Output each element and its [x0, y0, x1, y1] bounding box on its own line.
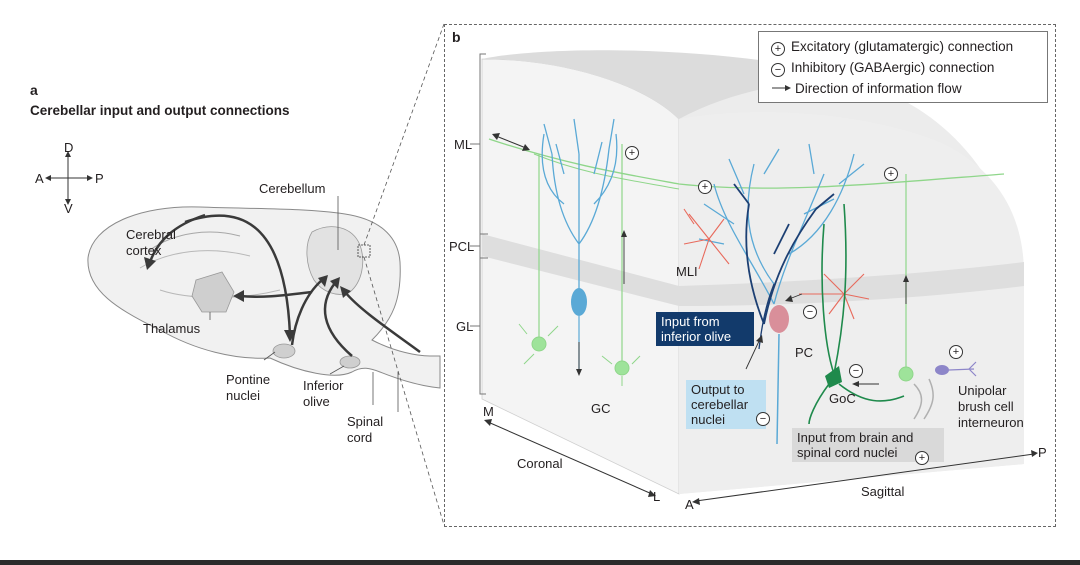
plus-sign: + [949, 345, 963, 359]
label-pontine-2: nuclei [226, 388, 260, 403]
label-olive-1: Inferior [303, 378, 344, 393]
arrow-right-icon [772, 85, 791, 91]
plus-sign: + [884, 167, 898, 181]
label-pc: PC [795, 345, 814, 360]
minus-icon: − [771, 63, 785, 77]
compass-d: D [64, 140, 74, 155]
panel-a-letter: a [30, 82, 38, 98]
axis-sagittal: Sagittal [861, 484, 905, 499]
cerebellar-circuit-diagram [470, 50, 1038, 505]
layer-ml: ML [454, 137, 473, 152]
plus-sign: + [625, 146, 639, 160]
plus-sign: + [698, 180, 712, 194]
axis-a: A [685, 497, 694, 512]
minus-sign: − [849, 364, 863, 378]
label-gc: GC [591, 401, 611, 416]
compass-p: P [95, 171, 104, 186]
label-pontine-1: Pontine [226, 372, 271, 387]
label-thalamus: Thalamus [143, 321, 201, 336]
label-cerebellum: Cerebellum [259, 181, 326, 196]
axis-m: M [483, 404, 494, 419]
box-input-olive: Input from inferior olive [656, 312, 754, 346]
label-cerebral-cortex-1: Cerebral [126, 227, 176, 242]
brain-sagittal-diagram [87, 23, 445, 526]
label-spinal-1: Spinal [347, 414, 384, 429]
axis-coronal: Coronal [517, 456, 563, 471]
compass-v: V [64, 201, 73, 216]
box-output-nuclei: Output to cerebellar nuclei [686, 380, 766, 429]
label-goc: GoC [829, 391, 856, 406]
orientation-compass [45, 151, 93, 205]
minus-sign: − [803, 305, 817, 319]
label-ubc-2: brush cell [958, 399, 1014, 414]
legend-direction: Direction of information flow [771, 81, 962, 97]
label-mli: MLI [676, 264, 698, 279]
legend-excitatory: +Excitatory (glutamatergic) connection [771, 39, 1013, 56]
layer-pcl: PCL [449, 239, 475, 254]
panel-a-title: Cerebellar input and output connections [30, 103, 290, 118]
layer-gl: GL [456, 319, 474, 334]
legend: +Excitatory (glutamatergic) connection −… [758, 31, 1048, 103]
plus-sign: + [915, 451, 929, 465]
minus-sign: − [756, 412, 770, 426]
label-spinal-2: cord [347, 430, 373, 445]
label-ubc-3: interneuron [958, 415, 1024, 430]
legend-inhibitory: −Inhibitory (GABAergic) connection [771, 60, 994, 77]
panel-b-frame [444, 24, 1056, 527]
label-cerebral-cortex-2: cortex [126, 243, 162, 258]
panel-b-letter: b [452, 29, 461, 45]
label-olive-2: olive [303, 394, 330, 409]
axis-p: P [1038, 445, 1047, 460]
bottom-border [0, 560, 1080, 565]
axis-l: L [653, 489, 661, 504]
compass-a: A [35, 171, 44, 186]
plus-icon: + [771, 42, 785, 56]
label-ubc-1: Unipolar [958, 383, 1007, 398]
